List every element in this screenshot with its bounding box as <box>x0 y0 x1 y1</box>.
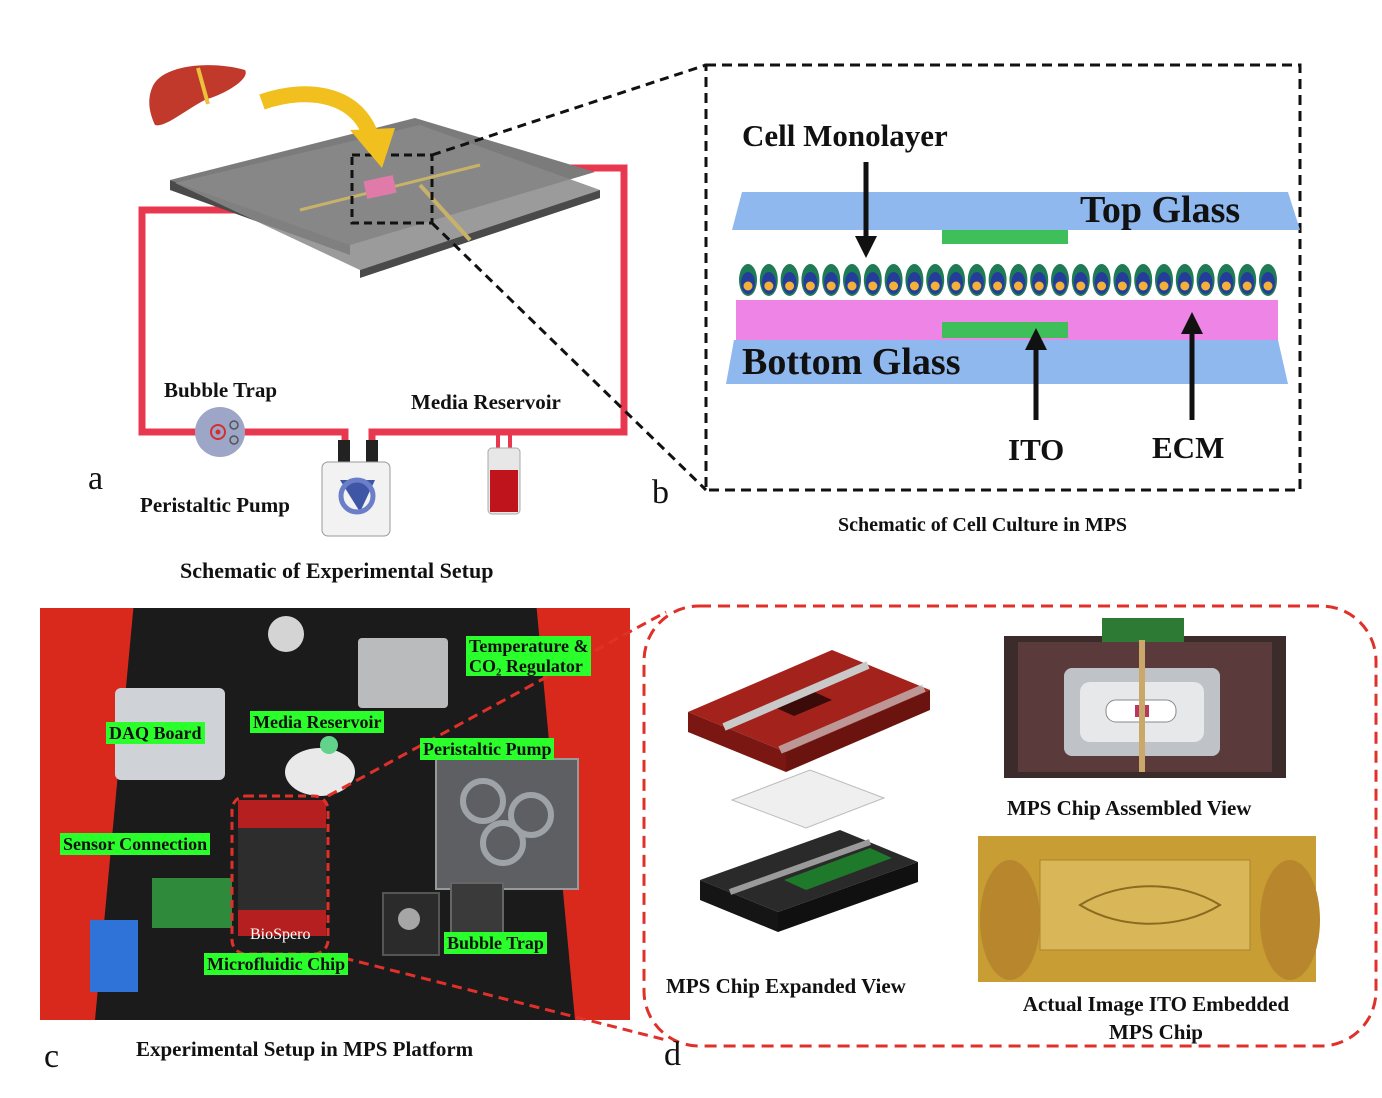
label-actual-image: Actual Image ITO Embedded MPS Chip <box>1022 992 1290 1044</box>
label-ecm: ECM <box>1152 430 1225 465</box>
tag-bubble-trap: Bubble Trap <box>444 932 547 954</box>
cell-icon <box>967 264 986 296</box>
tag-peristaltic-pump: Peristaltic Pump <box>420 738 555 760</box>
cell-icon <box>739 264 757 296</box>
cell-icon <box>1071 264 1090 296</box>
cell-icon <box>1051 264 1069 296</box>
cell-icon <box>1259 264 1277 296</box>
label-bubble-trap: Bubble Trap <box>164 378 278 402</box>
tag-microfluidic-chip: Microfluidic Chip <box>204 953 349 975</box>
cell-icon <box>947 264 965 296</box>
cell-icon <box>1009 264 1028 296</box>
cell-icon <box>926 264 945 296</box>
tag-daq-board: DAQ Board <box>106 722 205 744</box>
tag-media-reservoir: Media Reservoir <box>250 711 385 733</box>
cell-icon <box>884 264 903 296</box>
panel-d-letter: d <box>664 1036 681 1073</box>
panel-b-letter: b <box>652 474 669 511</box>
cell-icon <box>1030 264 1049 296</box>
cell-icon <box>1155 264 1173 296</box>
cell-icon <box>1134 264 1153 296</box>
panel-a-letter: a <box>88 460 104 497</box>
cell-icon <box>1175 264 1194 296</box>
cell-icon <box>1238 264 1257 296</box>
cell-icon <box>822 264 841 296</box>
cell-icon <box>988 264 1007 296</box>
label-media-reservoir: Media Reservoir <box>411 390 561 414</box>
cell-icon <box>1217 264 1236 296</box>
label-assembled-view: MPS Chip Assembled View <box>1007 796 1252 820</box>
label-ito: ITO <box>1008 432 1065 467</box>
panel-a-caption: Schematic of Experimental Setup <box>180 558 494 583</box>
cell-icon <box>801 264 820 296</box>
panel-c-letter: c <box>44 1038 60 1075</box>
label-peristaltic-pump: Peristaltic Pump <box>140 493 290 517</box>
regulator-photo <box>358 638 448 708</box>
cell-icon <box>1092 264 1111 296</box>
label-cell-monolayer: Cell Monolayer <box>742 118 948 153</box>
platform-photo <box>40 608 630 1020</box>
tag-sensor-connection: Sensor Connection <box>60 833 211 855</box>
brand-logo: BioSpero <box>250 926 311 943</box>
cell-icon <box>863 264 882 296</box>
panel-c-caption: Experimental Setup in MPS Platform <box>136 1037 474 1061</box>
cell-icon <box>843 264 861 296</box>
label-bottom-glass: Bottom Glass <box>742 341 961 383</box>
cell-icon <box>1113 264 1132 296</box>
cell-icon <box>905 264 924 296</box>
cell-icon <box>1196 264 1215 296</box>
label-top-glass: Top Glass <box>1080 189 1241 231</box>
panel-b-caption: Schematic of Cell Culture in MPS <box>838 514 1128 536</box>
tag-temperature: Temperature & CO₂ Regulator <box>466 636 592 676</box>
cell-icon <box>759 264 778 296</box>
cell-icon <box>780 264 799 296</box>
label-expanded-view: MPS Chip Expanded View <box>666 974 906 998</box>
